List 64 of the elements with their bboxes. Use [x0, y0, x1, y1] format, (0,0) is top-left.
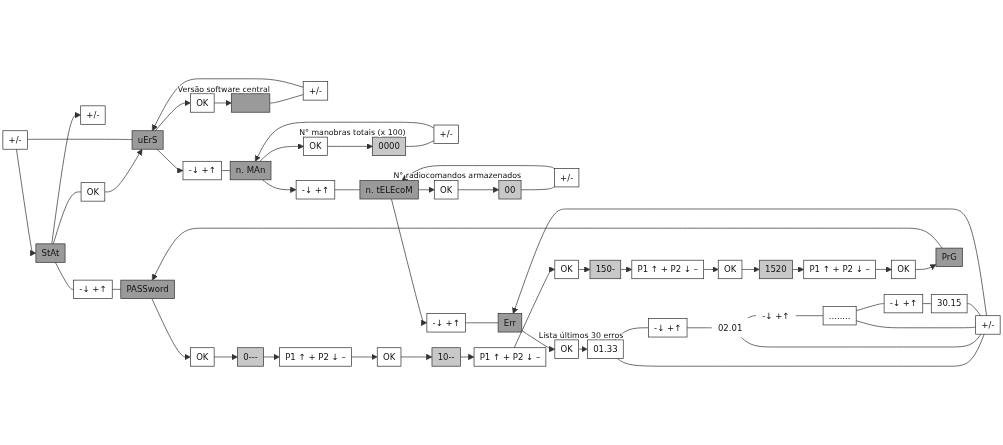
node-box: P1 ↑ + P2 ↓ –: [279, 347, 352, 367]
node-box: 10--: [431, 347, 461, 367]
connector: [746, 315, 757, 319]
node-box: Err: [497, 313, 523, 333]
node-box: -↓ +↑: [73, 279, 113, 299]
node-box: P1 ↑ + P2 ↓ –: [803, 259, 876, 280]
node-box: OK: [554, 259, 579, 280]
node-box: OK: [80, 182, 106, 202]
node-box: ........: [822, 306, 857, 326]
node-box: OK: [190, 93, 215, 113]
node-box: OK: [190, 347, 215, 367]
node-box: n. MAn: [229, 160, 272, 181]
node-box: 00: [498, 180, 522, 200]
node-box: 0000: [372, 136, 407, 156]
node-box: OK: [303, 136, 328, 156]
node-box: -↓ +↑: [182, 160, 222, 181]
connector: [52, 191, 82, 245]
connector: [966, 303, 982, 317]
node-box: n. tELEcoM: [359, 180, 419, 200]
node-box: -↓ +↑: [648, 318, 688, 338]
node-box: PrG: [935, 247, 963, 267]
connector: [27, 138, 133, 140]
node-box: P1 ↑ + P2 ↓ –: [631, 259, 704, 280]
node-box: -↓ +↑: [883, 294, 924, 314]
node-box: OK: [554, 339, 579, 359]
node-box: StAt: [35, 243, 66, 263]
connector: [794, 315, 824, 317]
connector: [740, 333, 982, 348]
node-box: [230, 93, 271, 113]
node-box: OK: [433, 180, 459, 200]
connector: [54, 262, 74, 290]
node-box: -↓ +↑: [295, 180, 336, 200]
connector: [686, 327, 713, 329]
connector: [617, 333, 985, 367]
node-box: +/-: [302, 81, 329, 101]
connector: [855, 303, 885, 312]
connector: [465, 322, 499, 324]
connector: [405, 140, 435, 147]
node-text: 02.01: [717, 322, 743, 333]
node-box: +/-: [554, 168, 580, 188]
connector: [111, 289, 122, 290]
node-box: +/-: [80, 105, 106, 125]
node-box: +/-: [2, 130, 28, 150]
node-box: 1520: [758, 259, 793, 280]
node-box: 0---: [237, 347, 264, 367]
node-box: +/-: [975, 315, 1001, 335]
node-box: -↓ +↑: [426, 313, 466, 333]
node-box: PASSword: [120, 279, 175, 299]
node-text: -↓ +↑: [762, 310, 790, 321]
node-box: 01.33: [587, 339, 624, 359]
node-box: OK: [376, 347, 402, 367]
node-box: P1 ↑ + P2 ↓ –: [473, 347, 547, 367]
node-box: +/-: [433, 124, 459, 144]
node-box: 30.15: [930, 294, 968, 314]
connector: [520, 186, 555, 191]
node-box: OK: [891, 259, 916, 280]
connector: [334, 189, 361, 191]
node-box: uErS: [131, 130, 164, 150]
connector: [855, 320, 976, 329]
connector: [269, 94, 304, 104]
node-box: OK: [717, 259, 743, 280]
connector: [922, 303, 932, 304]
node-box: 150-: [589, 259, 622, 280]
connector: [221, 170, 231, 171]
